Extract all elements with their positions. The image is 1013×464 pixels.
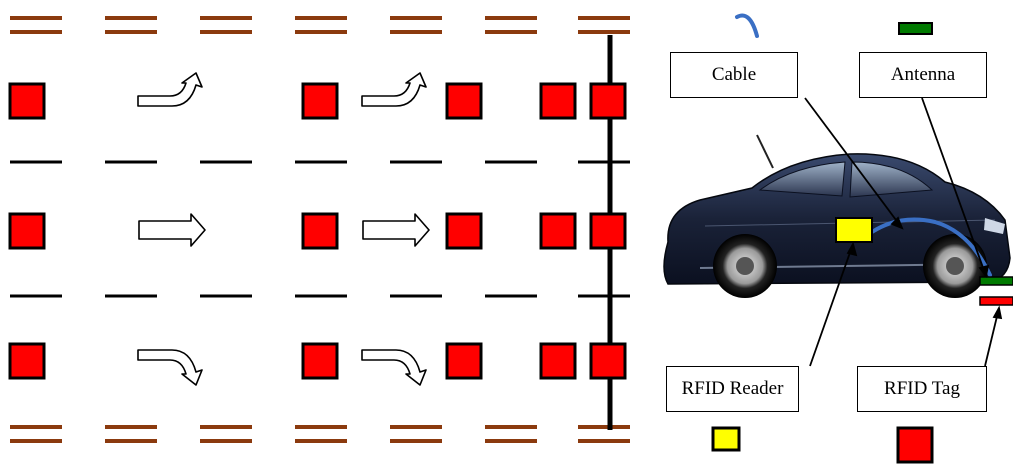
rfid-reader-on-car — [835, 217, 873, 243]
turn-right-arrow-icon — [137, 349, 203, 386]
rfid-tag-square — [589, 82, 627, 120]
rfid-tag-square — [539, 342, 577, 380]
rfid-tag-square — [8, 342, 46, 380]
rfid-tag-square — [445, 82, 483, 120]
turn-right-arrow-icon — [361, 349, 427, 386]
rfid-tag-square — [8, 212, 46, 250]
rfid-tag-square — [589, 342, 627, 380]
road-edge-bottom — [10, 425, 630, 443]
antenna-legend-icon — [898, 22, 933, 35]
rfid-tag-square — [301, 212, 339, 250]
straight-arrow-icon — [362, 213, 430, 247]
tag-legend-icon — [896, 426, 934, 464]
rfid-tag-square — [539, 82, 577, 120]
antenna-label: Antenna — [859, 52, 987, 98]
rfid-tag-square — [301, 342, 339, 380]
cable-label: Cable — [670, 52, 798, 98]
rfid-tag-square — [301, 82, 339, 120]
rfid-tag-square — [589, 212, 627, 250]
rfid-tag-square — [539, 212, 577, 250]
turn-left-arrow-icon — [361, 72, 427, 107]
rfid-tag-square — [445, 212, 483, 250]
reader-legend-icon — [711, 426, 741, 452]
turn-left-arrow-icon — [137, 72, 203, 107]
rfid-reader-label: RFID Reader — [666, 366, 799, 412]
rfid-tag-square — [8, 82, 46, 120]
car-illustration — [663, 134, 1011, 298]
lane-arrows — [137, 72, 430, 386]
rfid-tag-on-road — [979, 296, 1013, 306]
pointer-lines — [804, 97, 1003, 367]
rfid-tag-label: RFID Tag — [857, 366, 987, 412]
rfid-tag-square — [445, 342, 483, 380]
straight-arrow-icon — [138, 213, 206, 247]
antenna-on-car — [979, 276, 1013, 286]
road-edge-top — [10, 16, 630, 34]
rfid-tags-grid — [8, 82, 627, 380]
lane-dividers — [10, 160, 630, 298]
cable-legend-icon — [735, 13, 759, 38]
